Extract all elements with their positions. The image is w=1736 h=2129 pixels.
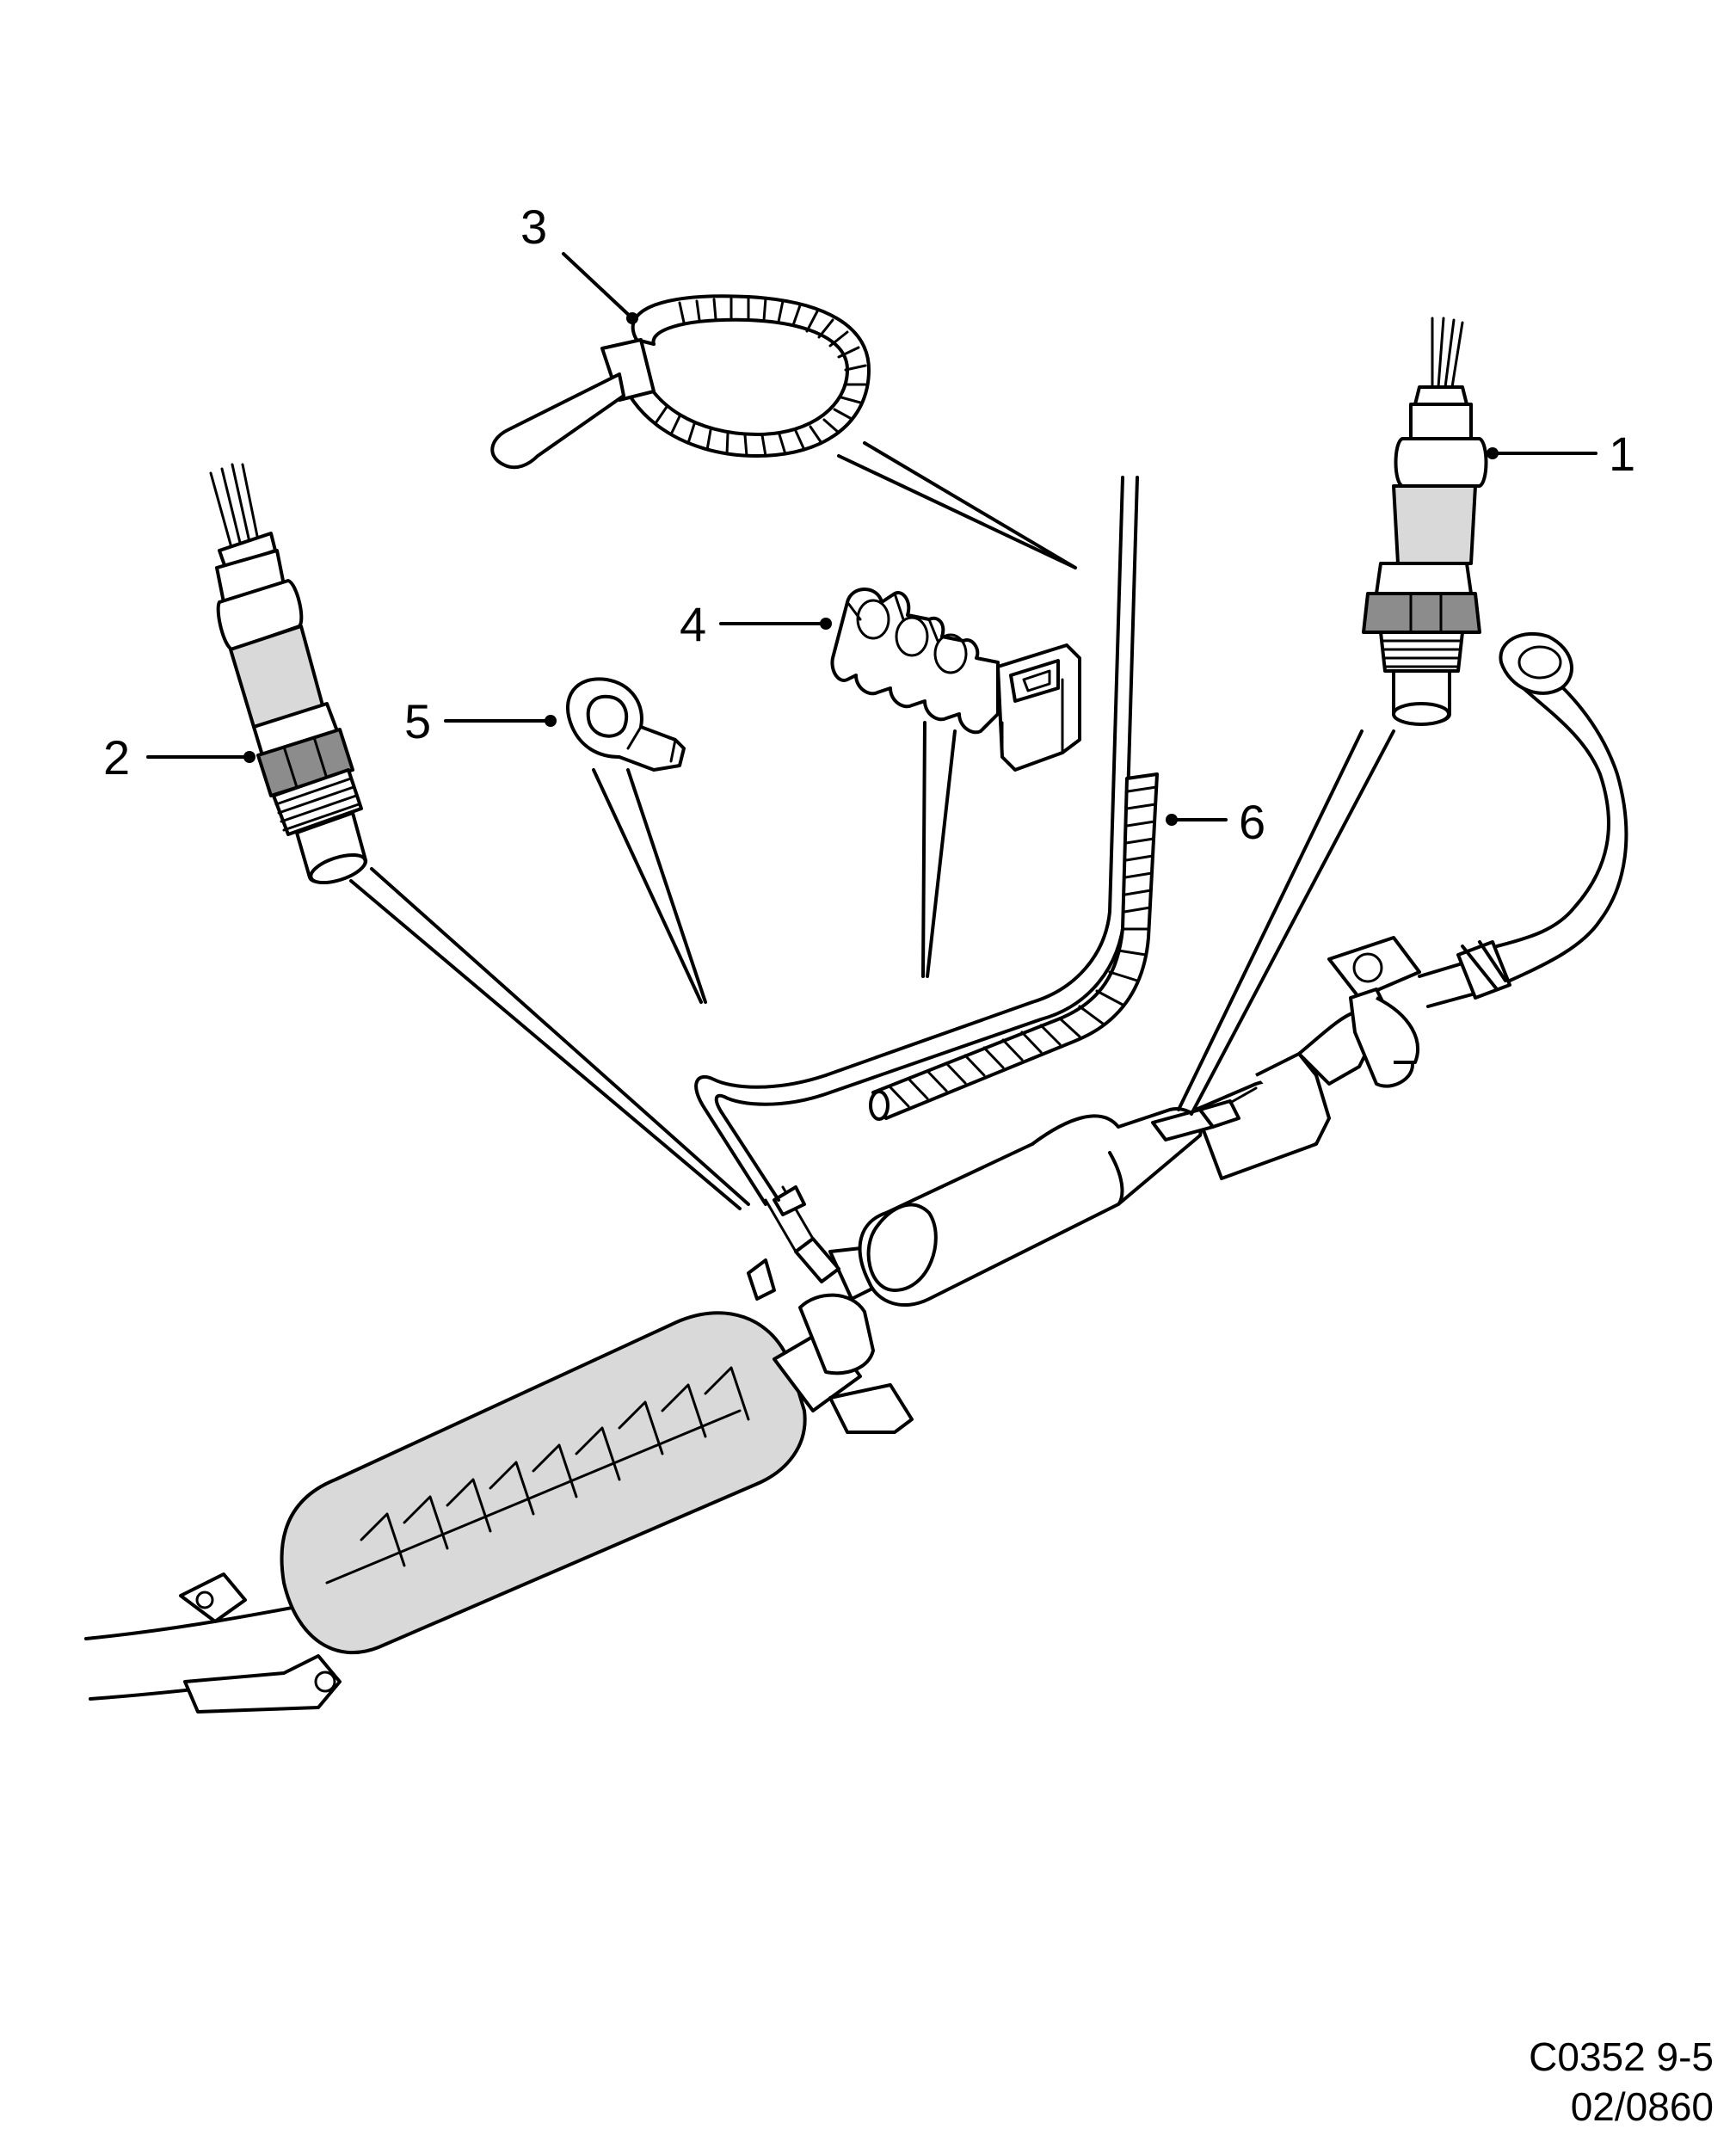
callout-3-number: 3 xyxy=(520,200,547,254)
oxygen-sensor-2-illustration xyxy=(209,463,367,885)
wiring-harness xyxy=(694,476,1139,1206)
leader-lines xyxy=(349,441,1395,1210)
corrugated-sleeve-illustration xyxy=(869,772,1159,1121)
wiring-clip-illustration xyxy=(830,588,1081,772)
callout-5-number: 5 xyxy=(404,694,431,748)
oxygen-sensor-1-illustration xyxy=(1362,317,1488,726)
cable-tie-illustration xyxy=(490,294,871,470)
callout-4-number: 4 xyxy=(680,597,706,651)
callout-3: 3 xyxy=(520,200,638,324)
callout-6-number: 6 xyxy=(1239,795,1265,849)
callout-2: 2 xyxy=(103,730,255,785)
callout-1: 1 xyxy=(1487,427,1635,481)
drawing-date-code: 02/0860 xyxy=(1570,2084,1714,2129)
callout-1-number: 1 xyxy=(1609,427,1635,481)
drawing-code: C0352 9-5 xyxy=(1529,2034,1714,2079)
cable-clamp-illustration xyxy=(566,677,686,772)
callout-2-number: 2 xyxy=(103,730,130,785)
callout-4: 4 xyxy=(680,597,832,651)
exhaust-system xyxy=(84,631,1628,1714)
callout-5: 5 xyxy=(404,694,557,748)
callout-6: 6 xyxy=(1166,795,1265,849)
